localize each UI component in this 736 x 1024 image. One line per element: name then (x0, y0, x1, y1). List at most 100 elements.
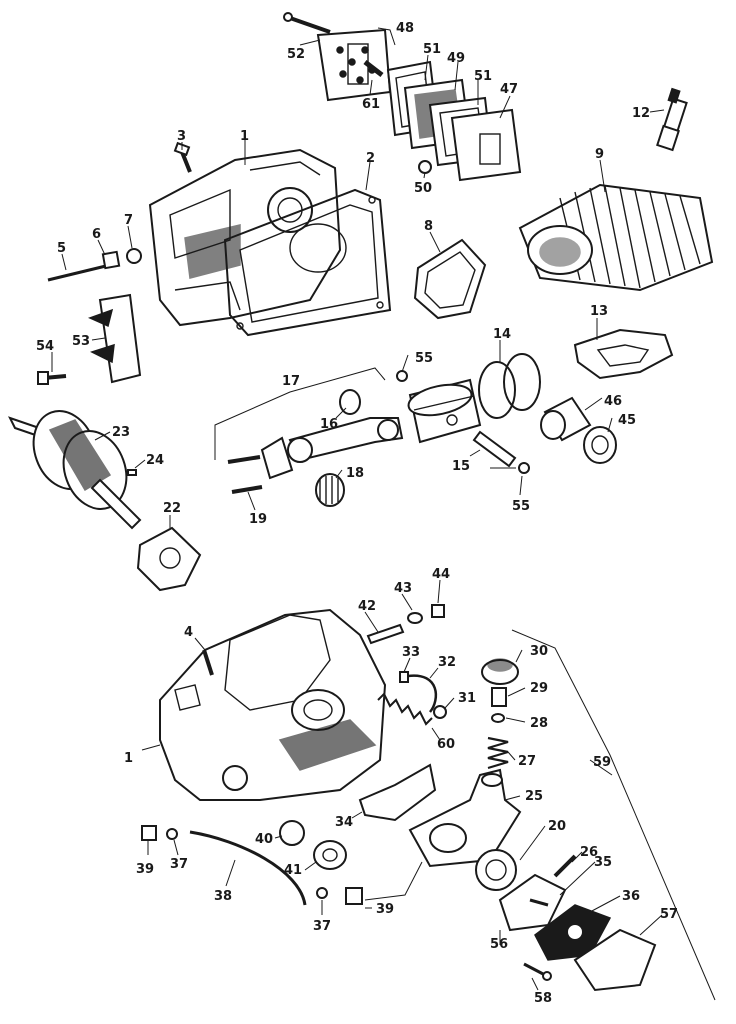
label-18: 18 (346, 466, 364, 481)
nut-50 (418, 160, 432, 174)
plate-53 (87, 293, 142, 384)
spring-60 (377, 692, 433, 726)
washer-7 (126, 248, 142, 264)
nut-44 (431, 604, 445, 618)
fitting-41 (313, 840, 347, 870)
label-4: 4 (184, 625, 193, 640)
screw-29 (491, 687, 507, 707)
label-60: 60 (437, 737, 455, 752)
cylinder-9 (518, 183, 714, 292)
label-37-bottom: 37 (313, 919, 331, 934)
part-labels: 52 48 51 49 51 47 61 50 12 3 1 2 9 8 6 7… (36, 21, 678, 1006)
label-3: 3 (177, 129, 186, 144)
label-5: 5 (57, 241, 66, 256)
stud-42 (366, 623, 405, 645)
label-30: 30 (530, 644, 548, 659)
label-50: 50 (414, 181, 432, 196)
bolt-5 (47, 263, 111, 282)
label-35: 35 (594, 855, 612, 870)
screw-58 (523, 962, 552, 981)
label-47: 47 (500, 82, 518, 97)
fitting-39-left (141, 825, 157, 841)
label-59: 59 (593, 755, 611, 770)
label-26: 26 (580, 845, 598, 860)
label-46: 46 (604, 394, 622, 409)
label-56: 56 (490, 937, 508, 952)
oil-line-32 (407, 674, 438, 713)
gear-20 (475, 849, 517, 891)
gasket-13 (573, 328, 674, 380)
label-6: 6 (92, 227, 101, 242)
ball-37-bottom (316, 887, 328, 899)
label-41: 41 (284, 863, 302, 878)
piston (407, 378, 482, 444)
bearing-46 (540, 396, 592, 442)
gasket-8 (413, 238, 487, 320)
gasket-2 (223, 188, 392, 337)
bushing-16 (339, 389, 361, 415)
label-1-top: 1 (240, 129, 249, 144)
label-20: 20 (548, 819, 566, 834)
pump-body-25 (408, 768, 522, 868)
label-16: 16 (320, 417, 338, 432)
bracket-17 (214, 367, 386, 460)
connecting-rod (287, 417, 404, 463)
nut-6 (101, 250, 121, 270)
label-13: 13 (590, 304, 608, 319)
label-38: 38 (214, 889, 232, 904)
diaphragm-35 (529, 898, 549, 907)
label-34: 34 (335, 815, 353, 830)
ball-37-left (166, 828, 178, 840)
washer-28 (491, 713, 505, 723)
label-2: 2 (366, 151, 375, 166)
label-53: 53 (72, 334, 90, 349)
fitting-33 (399, 671, 409, 683)
line-38 (189, 830, 307, 906)
rod-screws-19 (227, 455, 263, 494)
label-61: 61 (362, 97, 380, 112)
label-40: 40 (255, 832, 273, 847)
key-24 (127, 469, 137, 476)
label-17: 17 (282, 374, 300, 389)
leader-lines (51, 27, 665, 991)
label-48: 48 (396, 21, 414, 36)
label-12: 12 (632, 106, 650, 121)
plate-56 (498, 873, 567, 932)
label-57: 57 (660, 907, 678, 922)
label-55-bottom: 55 (512, 499, 530, 514)
label-23: 23 (112, 425, 130, 440)
label-32: 32 (438, 655, 456, 670)
diaphragm-36 (534, 904, 612, 961)
label-45: 45 (618, 413, 636, 428)
label-33: 33 (402, 645, 420, 660)
crankshaft-23 (8, 410, 142, 530)
bracket-34 (358, 763, 437, 822)
screw-31 (433, 705, 447, 719)
label-36: 36 (622, 889, 640, 904)
label-49: 49 (447, 51, 465, 66)
fitting-39-bottom (345, 887, 363, 905)
crankcase-half-top-1 (148, 148, 342, 327)
label-14: 14 (493, 327, 511, 342)
label-19: 19 (249, 512, 267, 527)
spark-plug-12 (656, 87, 688, 152)
label-39-left: 39 (136, 862, 154, 877)
screw-54 (37, 371, 67, 385)
wrist-pin-15 (472, 430, 517, 468)
bracket-59 (511, 629, 716, 1001)
label-58: 58 (534, 991, 552, 1006)
label-52: 52 (287, 47, 305, 62)
label-25: 25 (525, 789, 543, 804)
label-51-a: 51 (423, 42, 441, 57)
rod-cap (260, 436, 294, 480)
label-29: 29 (530, 681, 548, 696)
label-31: 31 (458, 691, 476, 706)
washer-43 (407, 612, 423, 624)
piston-rings-14 (478, 353, 541, 419)
label-24: 24 (146, 453, 164, 468)
gasket-22 (136, 526, 202, 592)
label-39-bottom: 39 (376, 902, 394, 917)
label-28: 28 (530, 716, 548, 731)
